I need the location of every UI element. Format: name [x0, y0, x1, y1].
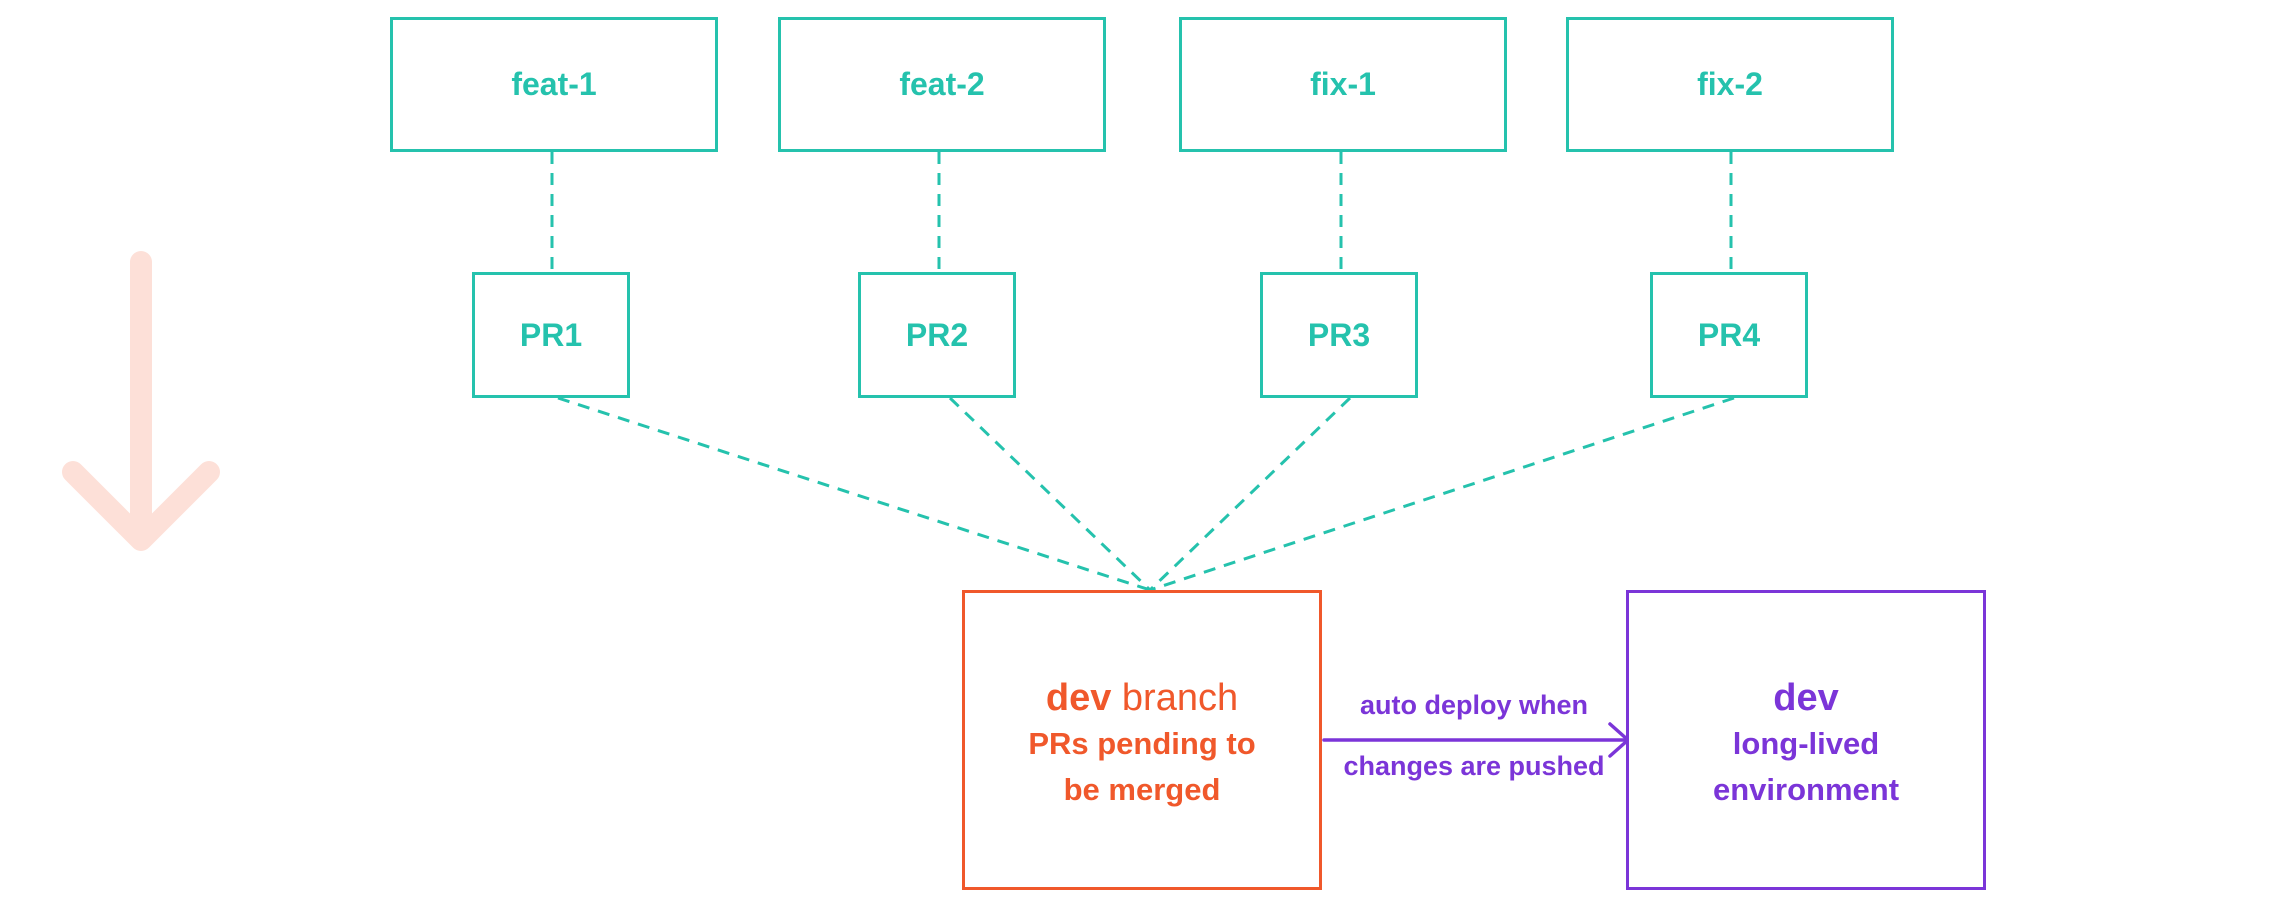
arrow-down-icon: [62, 251, 220, 551]
pr-label: PR4: [1697, 316, 1761, 353]
dev-branch-subtitle-2: be merged: [1063, 772, 1221, 807]
dev-environment-box: dev long-lived environment: [1626, 590, 1986, 890]
pull-request-pr1: PR1: [472, 272, 630, 398]
pull-request-pr3: PR3: [1260, 272, 1418, 398]
dev-environment-title: dev: [1773, 677, 1839, 719]
pull-request-pr4: PR4: [1650, 272, 1808, 398]
branch-fix-2: fix-2: [1566, 17, 1894, 152]
branch-feat-1: feat-1: [390, 17, 718, 152]
dev-environment-subtitle-2: environment: [1712, 772, 1900, 807]
branch-fix-1: fix-1: [1179, 17, 1507, 152]
branch-label: feat-2: [899, 66, 985, 102]
deploy-label-top: auto deploy when: [1359, 690, 1589, 720]
connector-pr1-dev: [557, 396, 1151, 592]
branch-label: feat-1: [511, 66, 597, 102]
pr-label: PR1: [519, 316, 583, 353]
dev-branch-title: dev branch: [1046, 675, 1238, 721]
connector-pr3-dev: [1148, 396, 1352, 592]
dev-branch-subtitle-1: PRs pending to: [1028, 726, 1256, 761]
pr-label: PR3: [1307, 316, 1371, 353]
dev-branch-box: dev branch PRs pending to be merged: [962, 590, 1322, 890]
branch-label: fix-2: [1697, 66, 1763, 102]
branch-feat-2: feat-2: [778, 17, 1106, 152]
dev-branch-name: branch: [1121, 677, 1239, 719]
connector-pr2-dev: [948, 396, 1152, 592]
dev-environment-subtitle-1: long-lived: [1732, 726, 1880, 761]
dev-branch-strong: dev: [1045, 677, 1112, 719]
pr-label: PR2: [905, 316, 969, 353]
branch-label: fix-1: [1310, 66, 1376, 102]
pull-request-pr2: PR2: [858, 272, 1016, 398]
deploy-label-bottom: changes are pushed: [1343, 751, 1605, 781]
connector-pr4-dev: [1149, 396, 1735, 592]
